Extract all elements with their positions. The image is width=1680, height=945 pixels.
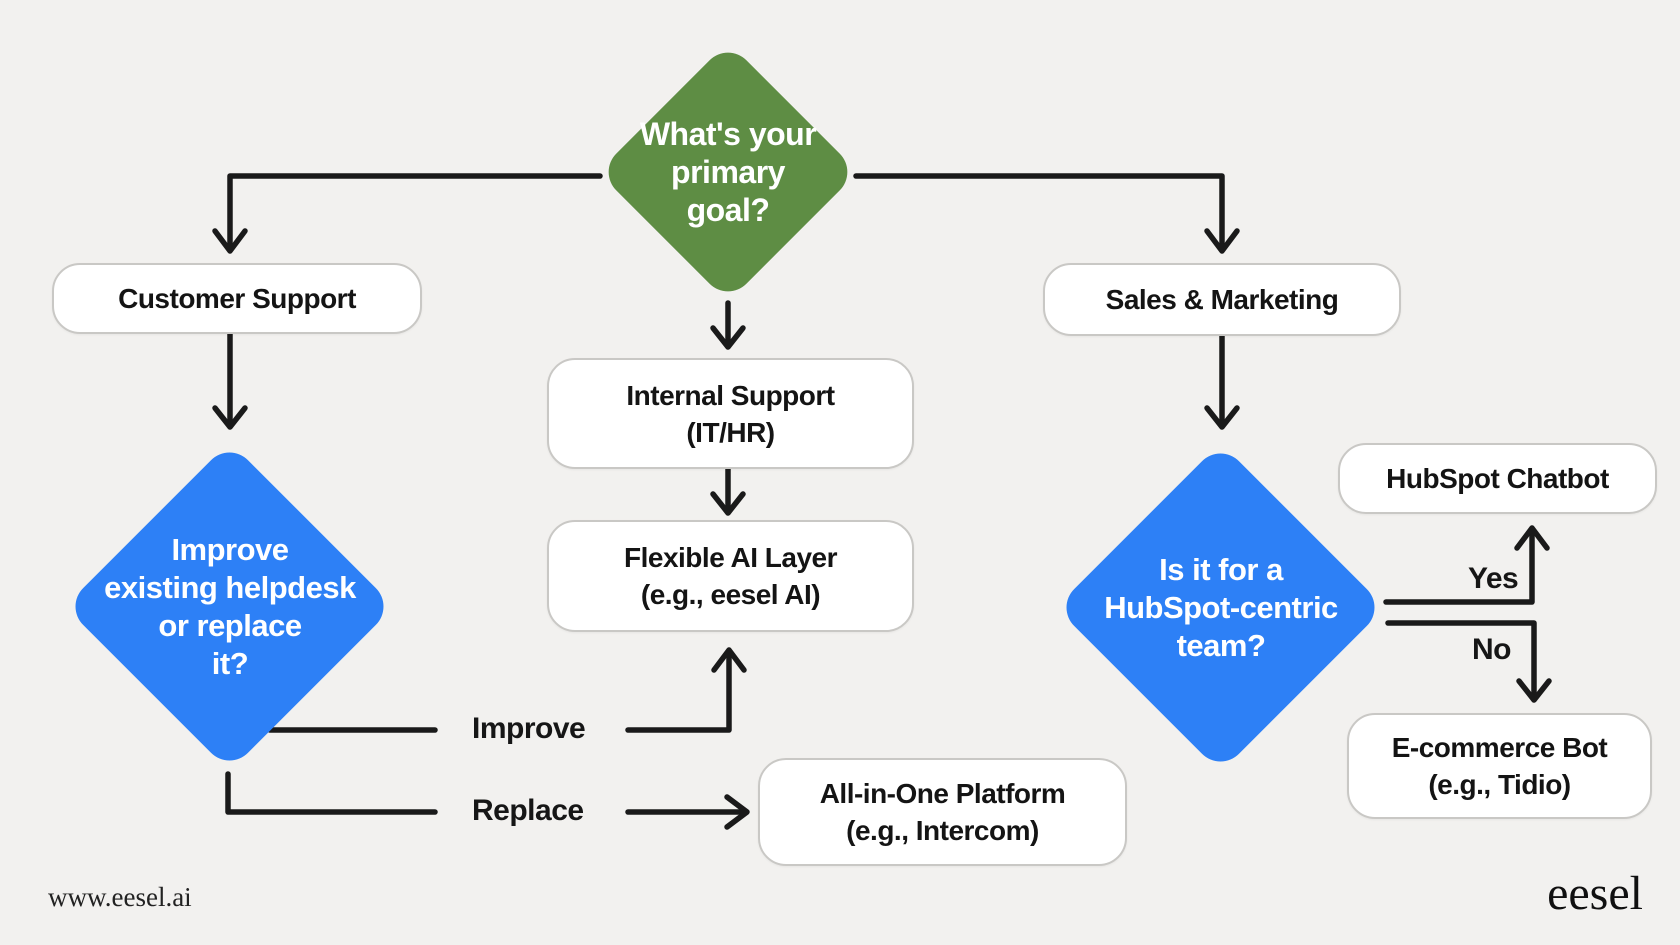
eesel-logo: eesel	[1547, 867, 1643, 920]
edge-goal-to-sales-marketing	[853, 173, 1225, 249]
edge-goal-to-customer-support	[227, 173, 603, 249]
node-hubspot-chatbot-label: HubSpot Chatbot	[1386, 463, 1609, 494]
arrowhead-right-replace	[724, 794, 750, 830]
decision-improve-or-replace-label: Improve existing helpdesk or replace it?	[104, 532, 356, 681]
decision-hubspot-centric-label: Is it for a HubSpot-centric team?	[1104, 552, 1338, 663]
arrowhead-up-yes	[1514, 525, 1550, 551]
node-all-in-one-platform: All-in-One Platform (e.g., Intercom)	[758, 758, 1127, 866]
node-customer-support-label: Customer Support	[118, 283, 356, 314]
node-customer-support: Customer Support	[52, 263, 422, 334]
node-ecommerce-bot: E-commerce Bot (e.g., Tidio)	[1347, 713, 1652, 819]
edge-label-improve: Improve	[472, 712, 586, 745]
arrowhead-down-customer-support	[212, 228, 248, 254]
edge-label-replace: Replace	[472, 794, 584, 827]
arrowhead-up-improve	[711, 647, 747, 673]
node-internal-support-label: Internal Support (IT/HR)	[626, 379, 835, 448]
edge-label-yes: Yes	[1468, 562, 1519, 595]
node-sales-marketing: Sales & Marketing	[1043, 263, 1401, 336]
node-all-in-one-platform-label: All-in-One Platform (e.g., Intercom)	[819, 778, 1066, 846]
arrowhead-down-flexible	[710, 491, 746, 516]
arrowhead-down-internal-support	[710, 325, 746, 350]
node-flexible-ai-layer-label: Flexible AI Layer (e.g., eesel AI)	[624, 542, 838, 610]
edge-improve-segment-2	[625, 653, 732, 733]
arrowhead-down-sales-marketing	[1204, 228, 1240, 254]
node-hubspot-chatbot: HubSpot Chatbot	[1338, 443, 1657, 514]
node-internal-support: Internal Support (IT/HR)	[547, 358, 914, 469]
node-flexible-ai-layer: Flexible AI Layer (e.g., eesel AI)	[547, 520, 914, 632]
edge-label-no: No	[1472, 633, 1512, 666]
node-sales-marketing-label: Sales & Marketing	[1105, 284, 1339, 315]
edge-yes-branch	[1383, 531, 1535, 605]
node-ecommerce-bot-label: E-commerce Bot (e.g., Tidio)	[1391, 732, 1608, 800]
website-url: www.eesel.ai	[48, 882, 192, 912]
arrowhead-down-right-diamond	[1204, 405, 1240, 430]
arrowhead-down-no	[1516, 678, 1552, 703]
arrowhead-down-left-diamond	[212, 405, 248, 430]
edge-replace-segment-1	[225, 771, 438, 815]
decision-primary-goal-label: What's your primary goal?	[639, 116, 817, 228]
edge-no-branch	[1385, 620, 1537, 697]
